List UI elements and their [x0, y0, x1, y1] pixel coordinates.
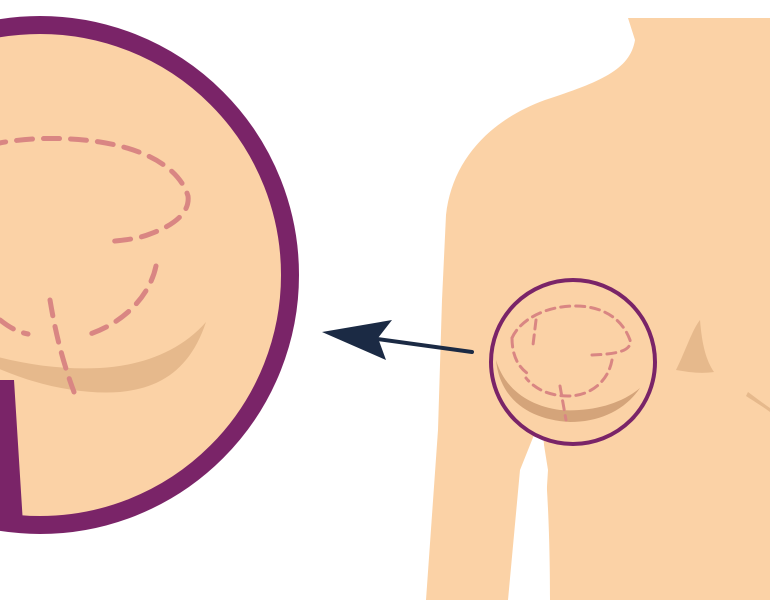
- magnified-incision-lines: [0, 135, 191, 395]
- right-breast-edge: [746, 392, 770, 412]
- small-breast-shadow: [496, 360, 640, 422]
- magnified-ring: [0, 16, 299, 534]
- armpit-gap: [534, 420, 550, 600]
- selection-circle-contents: [491, 280, 655, 444]
- pointer-arrow: [322, 320, 474, 360]
- right-breast-hint: [676, 320, 714, 373]
- small-incision-lines: [510, 304, 632, 422]
- magnified-armpit-shadow: [0, 380, 24, 525]
- selection-circle: [489, 278, 657, 446]
- magnified-breast-shadow: [0, 322, 206, 393]
- magnified-breast-view: [0, 16, 299, 534]
